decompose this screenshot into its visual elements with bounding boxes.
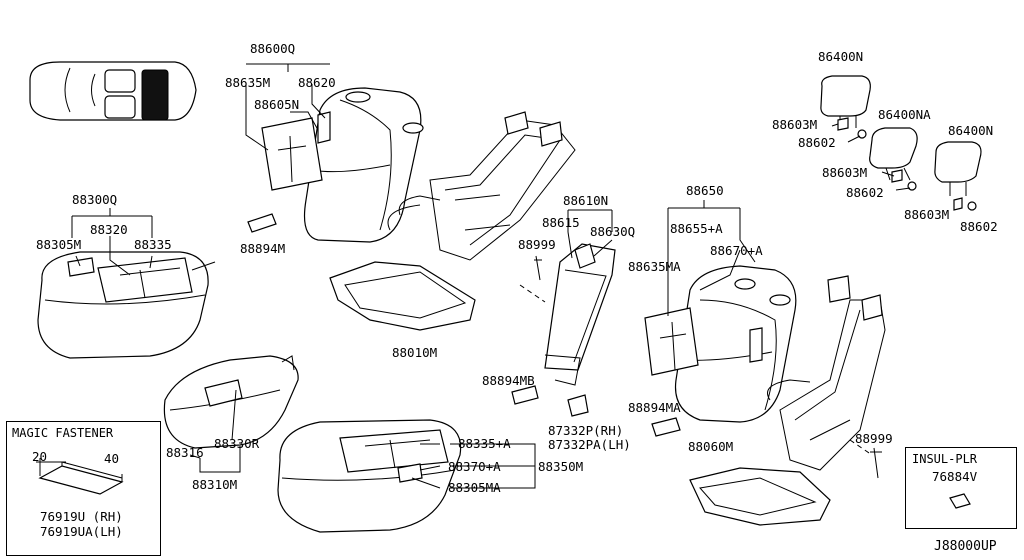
magic-fastener-dim-a: 20 xyxy=(32,449,48,464)
part-label-86400na: 86400NA xyxy=(878,107,931,122)
part-label-88894ma: 88894MA xyxy=(628,400,681,415)
part-label-88602: 88602 xyxy=(798,135,836,150)
headrest-drawings xyxy=(820,75,982,211)
insul-plr-title: INSUL-PLR xyxy=(912,452,978,466)
part-label-87332p-rh-: 87332P(RH) xyxy=(548,423,624,438)
part-label-88650: 88650 xyxy=(686,183,724,198)
part-label-88310m: 88310M xyxy=(192,477,238,492)
part-label-88305m: 88305M xyxy=(36,237,82,252)
side-cushion-88310m-drawing xyxy=(163,355,299,449)
part-label-88602: 88602 xyxy=(846,185,884,200)
part-label-86400n: 86400N xyxy=(948,123,994,138)
part-label-88060m: 88060M xyxy=(688,439,734,454)
part-label-88620: 88620 xyxy=(298,75,336,90)
seat-frame-88010m-drawing xyxy=(329,111,576,331)
part-label-88330r: 88330R xyxy=(214,436,260,451)
seat-cushion-center-drawing xyxy=(277,419,462,533)
part-label-88603m: 88603M xyxy=(904,207,950,222)
part-label-88603m: 88603M xyxy=(822,165,868,180)
part-label-86400n: 86400N xyxy=(818,49,864,64)
part-label-88999: 88999 xyxy=(855,431,893,446)
part-label-87332pa-lh-: 87332PA(LH) xyxy=(548,437,631,452)
seat-back-88610n-drawing xyxy=(511,243,616,417)
part-label-88335-a: 88335+A xyxy=(458,436,511,451)
part-label-88670-a: 88670+A xyxy=(710,243,763,258)
part-label-88894m: 88894M xyxy=(240,241,286,256)
part-label-88615: 88615 xyxy=(542,215,580,230)
insul-plr-part: 76884V xyxy=(932,469,978,484)
part-label-88635m: 88635M xyxy=(225,75,271,90)
part-label-88630q: 88630Q xyxy=(590,224,636,239)
insul-plr-box xyxy=(905,447,1017,529)
part-label-88999: 88999 xyxy=(518,237,556,252)
magic-fastener-title: MAGIC FASTENER xyxy=(12,426,114,440)
part-label-88305ma: 88305MA xyxy=(448,480,501,495)
magic-fastener-drawing xyxy=(36,458,124,495)
part-label-88610n: 88610N xyxy=(563,193,609,208)
part-label-88335: 88335 xyxy=(134,237,172,252)
part-label-88655-a: 88655+A xyxy=(670,221,723,236)
part-label-88635ma: 88635MA xyxy=(628,259,681,274)
seat-cushion-left-drawing xyxy=(37,251,216,359)
magic-fastener-dim-b: 40 xyxy=(104,451,120,466)
leader-lines xyxy=(71,63,911,489)
part-label-88370-a: 88370+A xyxy=(448,459,501,474)
part-label-88010m: 88010M xyxy=(392,345,438,360)
part-label-88894mb: 88894MB xyxy=(482,373,535,388)
car-location-icon xyxy=(29,61,197,121)
part-label-88300q: 88300Q xyxy=(72,192,118,207)
part-label-88350m: 88350M xyxy=(538,459,584,474)
part-label-88602: 88602 xyxy=(960,219,998,234)
part-label-88316: 88316 xyxy=(166,445,204,460)
magic-fastener-box xyxy=(6,421,161,556)
diagram-code: J88000UP xyxy=(934,539,997,554)
magic-fastener-part-lh: 76919UA(LH) xyxy=(40,524,123,539)
part-label-88603m: 88603M xyxy=(772,117,818,132)
part-label-88600q: 88600Q xyxy=(250,41,296,56)
seat-frame-88060m-drawing xyxy=(689,275,886,526)
magic-fastener-part-rh: 76919U (RH) xyxy=(40,509,123,524)
insul-plr-drawing xyxy=(949,493,971,509)
seat-back-right-drawing xyxy=(644,265,797,437)
seat-back-left-drawing xyxy=(247,87,424,243)
part-label-88605n: 88605N xyxy=(254,97,300,112)
part-label-88320: 88320 xyxy=(90,222,128,237)
